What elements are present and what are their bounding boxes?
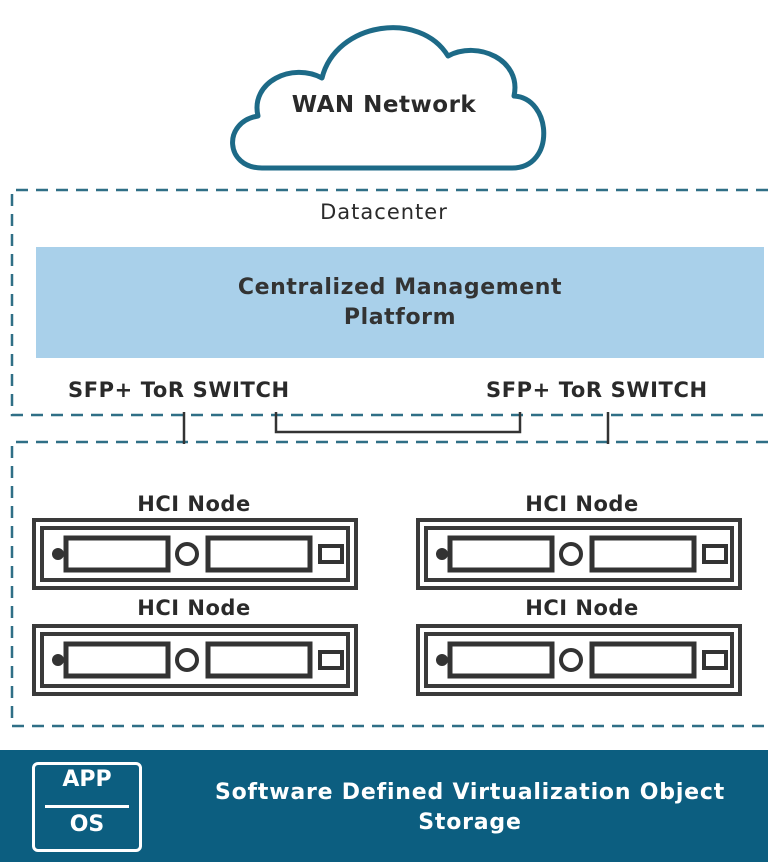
server-chassis-1 — [32, 518, 358, 590]
node-label-1: HCI Node — [137, 492, 251, 516]
server-chassis-4 — [416, 624, 742, 696]
app-os-badge: APP OS — [32, 762, 142, 852]
storage-footer-band: APP OS Software Defined Virtualization O… — [0, 750, 768, 862]
storage-line-1: Software Defined Virtualization Object — [214, 780, 726, 805]
cloud-shape — [230, 25, 547, 171]
storage-line-2: Storage — [418, 810, 522, 835]
switch-connectors — [182, 412, 610, 444]
node-label-2: HCI Node — [525, 492, 639, 516]
node-label-3: HCI Node — [137, 596, 251, 620]
node-label-4: HCI Node — [525, 596, 639, 620]
management-line-2: Platform — [343, 305, 457, 330]
datacenter-label: Datacenter — [320, 200, 448, 224]
management-line-1: Centralized Management — [237, 275, 563, 300]
server-chassis-3 — [32, 624, 358, 696]
app-badge-text: APP — [62, 767, 112, 792]
app-os-divider — [45, 805, 129, 808]
datacenter-dashed-border — [10, 188, 768, 417]
switch-label-right: SFP+ ToR SWITCH — [486, 378, 708, 402]
switch-label-left: SFP+ ToR SWITCH — [68, 378, 290, 402]
os-badge-text: OS — [69, 812, 105, 837]
management-platform-box: Centralized Management Platform — [36, 247, 764, 358]
server-chassis-2 — [416, 518, 742, 590]
cloud-label: WAN Network — [291, 92, 477, 118]
